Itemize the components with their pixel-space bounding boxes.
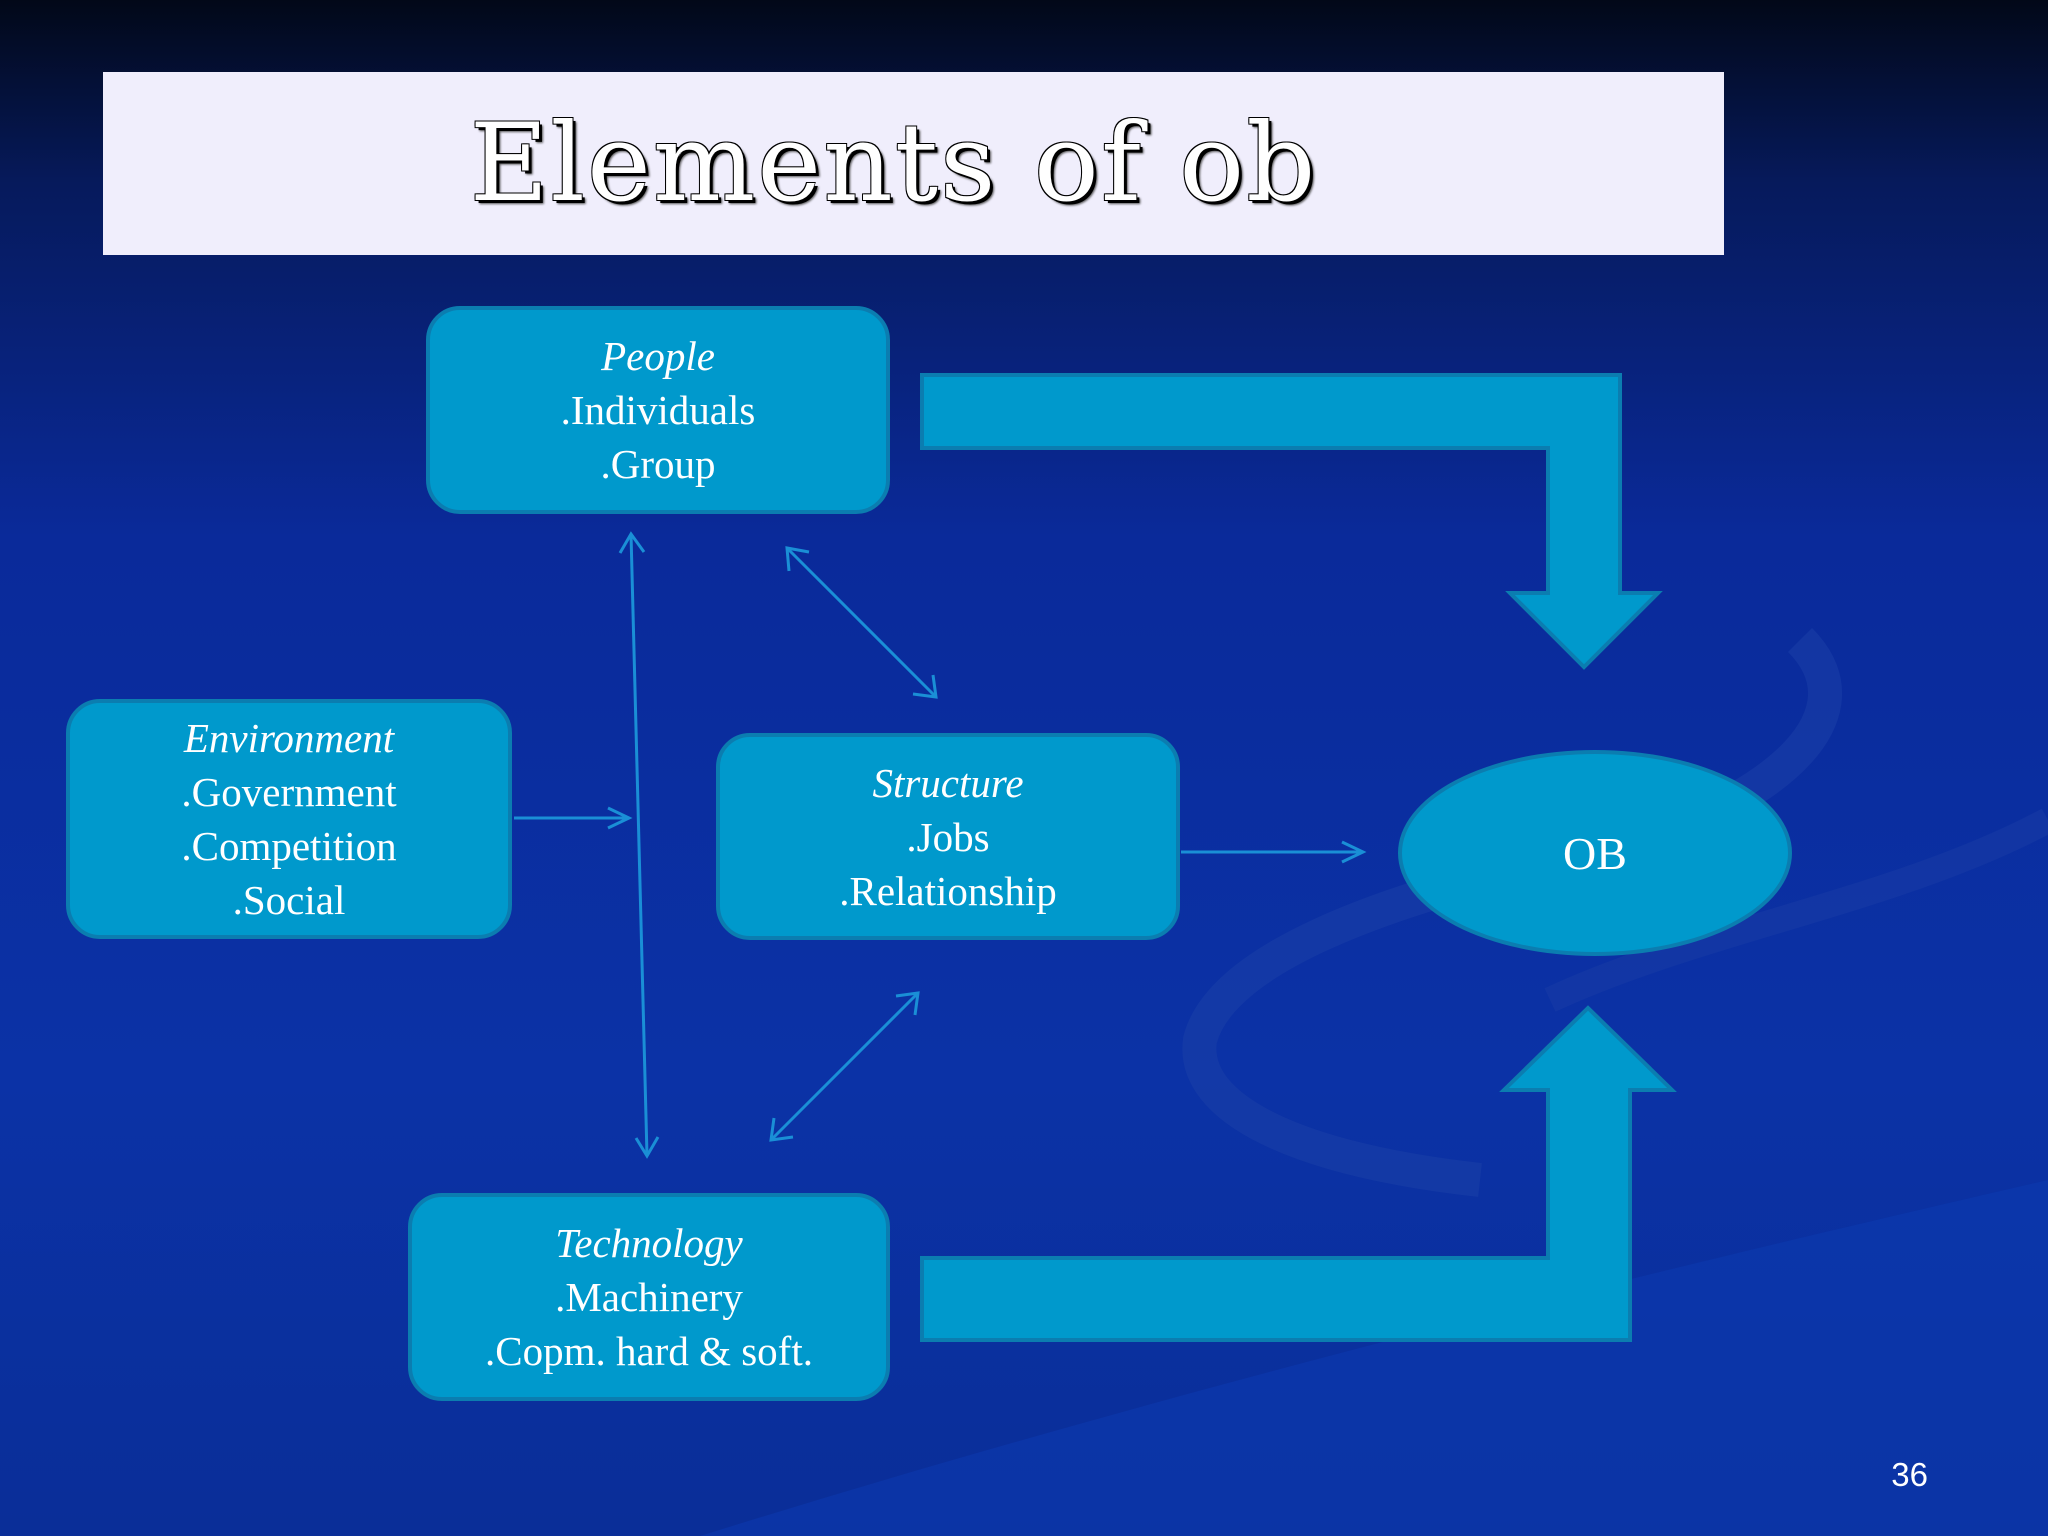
people-header: People xyxy=(601,333,715,379)
arrow-people-technology xyxy=(629,533,649,1157)
environment-item: .Social xyxy=(232,877,346,923)
people-box: People .Individuals .Group xyxy=(426,306,890,514)
technology-item: .Copm. hard & soft. xyxy=(485,1328,813,1374)
ob-label: OB xyxy=(1563,827,1627,879)
environment-box: Environment .Government .Competition .So… xyxy=(66,699,512,939)
block-arrow-people-to-ob xyxy=(920,373,1663,670)
structure-box: Structure .Jobs .Relationship xyxy=(716,733,1180,940)
block-arrow-technology-to-ob xyxy=(920,1005,1677,1342)
technology-header: Technology xyxy=(555,1220,743,1266)
page-number: 36 xyxy=(1891,1456,1928,1493)
structure-header: Structure xyxy=(872,759,1024,806)
environment-item: .Competition xyxy=(181,823,397,869)
people-item: .Group xyxy=(600,441,716,487)
environment-item: .Government xyxy=(181,769,397,815)
environment-header: Environment xyxy=(183,715,395,761)
structure-item: .Relationship xyxy=(839,867,1057,914)
title-band: Elements of ob xyxy=(103,72,1724,255)
people-item: .Individuals xyxy=(560,387,756,433)
arrow-people-structure xyxy=(785,546,938,699)
technology-item: .Machinery xyxy=(555,1274,743,1320)
arrow-technology-structure xyxy=(769,991,920,1142)
slide-title: Elements of ob xyxy=(469,101,1318,226)
structure-item: .Jobs xyxy=(906,813,990,860)
ob-ellipse: OB xyxy=(1398,750,1792,956)
technology-box: Technology .Machinery .Copm. hard & soft… xyxy=(408,1193,890,1401)
